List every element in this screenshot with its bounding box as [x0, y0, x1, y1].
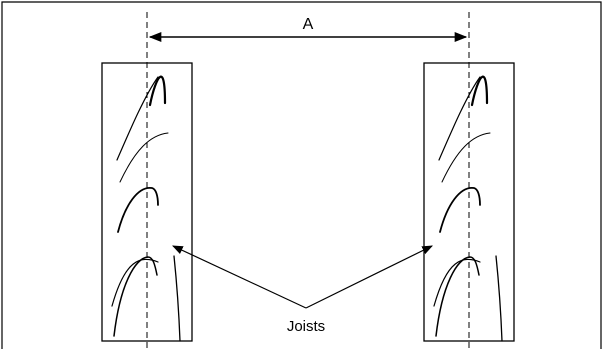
- right-joist-grain: [433, 75, 503, 342]
- left-joist: [101, 12, 193, 349]
- callout-leader-left: [172, 245, 307, 309]
- joists-callout: Joists: [172, 245, 433, 335]
- left-joist-grain: [111, 75, 181, 342]
- right-joist: [423, 12, 515, 349]
- dimension-label: A: [303, 16, 314, 33]
- callout-label: Joists: [287, 318, 325, 335]
- dimension-a: A: [148, 16, 468, 43]
- callout-leader-right: [305, 245, 433, 309]
